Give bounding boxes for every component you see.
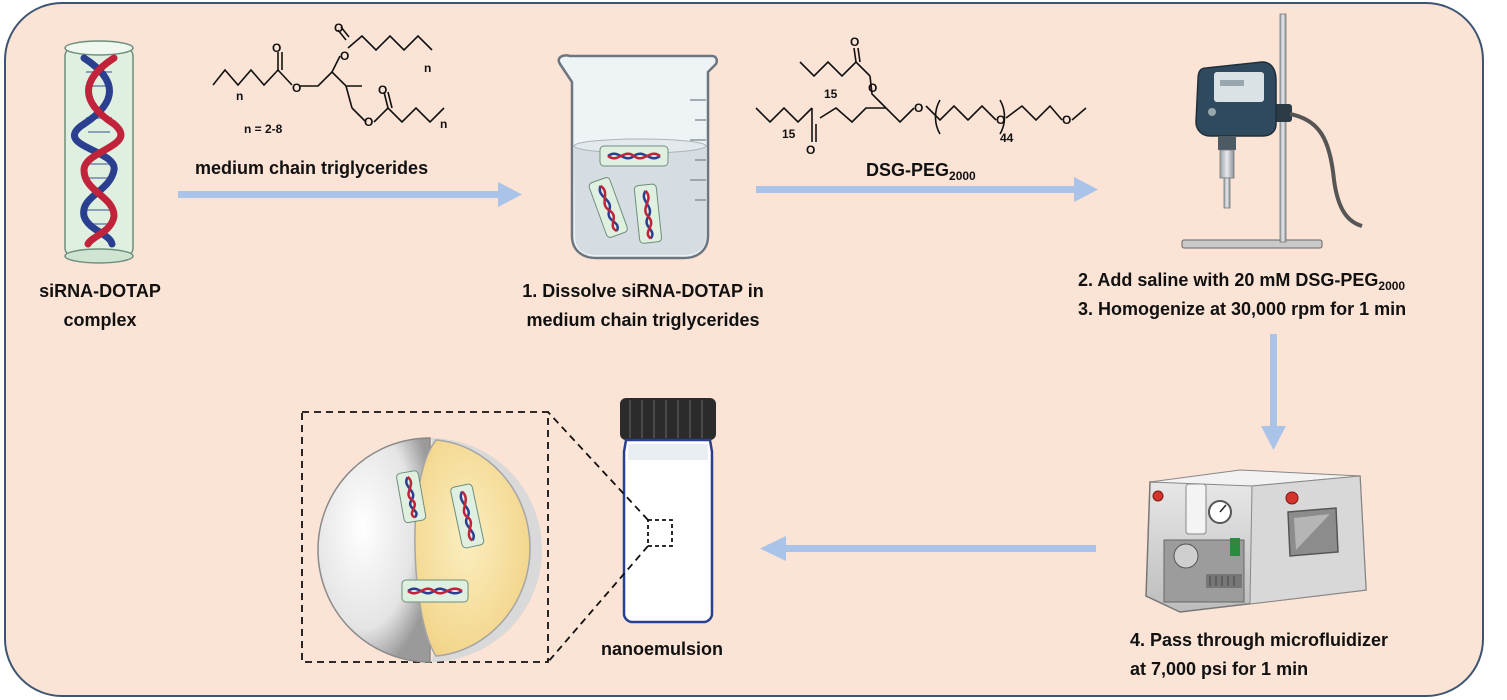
step1-line2: medium chain triglycerides: [526, 310, 760, 330]
step1-label: 1. Dissolve siRNA-DOTAP in medium chain …: [498, 277, 788, 335]
oxygen-label: O: [868, 81, 877, 95]
homogenizer-icon: [1181, 13, 1363, 249]
oxygen-label: O: [334, 21, 343, 35]
dsg-peg-name: DSG-PEG: [866, 160, 950, 180]
dsg-atom-labels: O O O O O O 15 15 44: [782, 35, 1071, 157]
step2-line: 2. Add saline with 20 mM DSG-PEG2000: [1078, 266, 1406, 295]
beaker-icon: [557, 54, 719, 260]
oxygen-label: O: [996, 113, 1005, 127]
nanoemulsion-label: nanoemulsion: [601, 639, 724, 659]
step3-line: 3. Homogenize at 30,000 rpm for 1 min: [1078, 299, 1407, 319]
microfluidizer-icon: [1145, 469, 1367, 613]
mct-atom-labels: O O O O O O n n n n = 2-8: [236, 21, 447, 136]
oxygen-label: O: [364, 115, 373, 129]
oxygen-label: O: [914, 101, 923, 115]
dsg-chain-subscript: 15: [782, 127, 796, 141]
step4-label: 4. Pass through microfluidizer at 7,000 …: [1130, 626, 1388, 684]
oxygen-label: O: [272, 41, 281, 55]
sirna-label-line1: siRNA-DOTAP: [39, 281, 161, 301]
step1-line1: 1. Dissolve siRNA-DOTAP in: [522, 281, 764, 301]
oxygen-label: O: [340, 49, 349, 63]
dsg-chain-subscript: 15: [824, 87, 838, 101]
oxygen-label: O: [292, 81, 301, 95]
step4-line2: at 7,000 psi for 1 min: [1130, 659, 1309, 679]
oxygen-label: O: [806, 143, 815, 157]
arrow-to-beaker: [178, 182, 522, 207]
arrow-to-vial: [760, 536, 1096, 561]
step2-3-label: 2. Add saline with 20 mM DSG-PEG2000 3. …: [1078, 266, 1406, 324]
mct-chain-subscript: n: [424, 61, 431, 75]
droplet-inset: [317, 437, 542, 663]
dsg-peg-structure: [755, 47, 1087, 142]
step2-subscript: 2000: [1378, 279, 1406, 293]
dsg-peg-subscript: 44: [1000, 131, 1014, 145]
arrow-to-homogenizer: [756, 177, 1098, 202]
process-arrows: [178, 177, 1286, 561]
arrow-to-microfluidizer: [1261, 334, 1286, 450]
vial-icon: [620, 398, 716, 624]
step2-text: 2. Add saline with 20 mM DSG-PEG: [1078, 270, 1379, 290]
dsg-peg-title: DSG-PEG2000: [866, 156, 976, 185]
mct-title: medium chain triglycerides: [195, 158, 429, 178]
sirna-label: siRNA-DOTAP complex: [20, 277, 180, 335]
sirna-tube-icon: [64, 40, 134, 264]
dsg-peg-subscript: 2000: [949, 169, 976, 183]
mct-structure: [212, 26, 445, 124]
mct-chain-subscript: n: [236, 89, 243, 103]
mct-n-range: n = 2-8: [244, 122, 283, 136]
oxygen-label: O: [850, 35, 859, 49]
oxygen-label: O: [378, 83, 387, 97]
sirna-label-line2: complex: [63, 310, 137, 330]
mct-chain-subscript: n: [440, 117, 447, 131]
step4-line1: 4. Pass through microfluidizer: [1130, 630, 1389, 650]
oxygen-label: O: [1062, 113, 1071, 127]
